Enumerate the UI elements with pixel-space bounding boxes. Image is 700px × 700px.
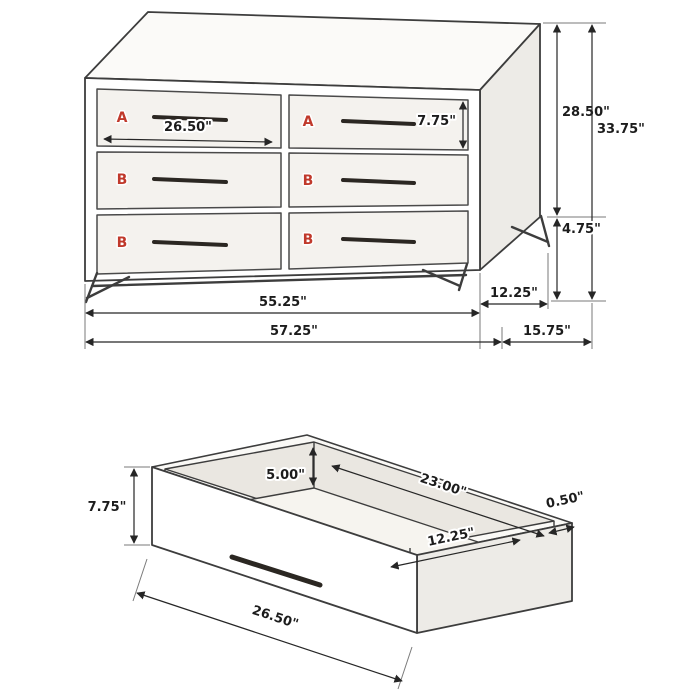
dim-leg-height: 4.75"	[552, 218, 603, 300]
drawer-handle	[152, 240, 228, 247]
drawer-handle	[229, 554, 323, 588]
drawer-handle	[341, 237, 416, 244]
drawer-handle	[341, 119, 416, 126]
dim-case-width-label: 55.25"	[259, 295, 307, 310]
dresser-legs	[84, 214, 551, 304]
drawer-handle	[341, 178, 416, 185]
dim-inner-height-label: 5.00"	[266, 468, 305, 483]
dresser-top-face	[84, 11, 541, 91]
dim-total-height-label: 33.75"	[597, 122, 645, 137]
dresser-figure: A A B B B B 26.50" 7.75"	[84, 11, 647, 349]
dim-inner-height: 5.00"	[264, 447, 318, 486]
dim-case-height: 28.50"	[552, 24, 612, 216]
dim-case-height-label: 28.50"	[562, 105, 610, 120]
drawer-label: B	[117, 172, 128, 188]
drawer-figure: 7.75" 5.00" 23.00" 12.25" 0.50" 26.50"	[86, 434, 588, 690]
dim-front-height: 7.75"	[86, 466, 150, 546]
drawer-label: A	[117, 110, 128, 126]
dim-side-depth-label: 12.25"	[490, 286, 538, 301]
drawer-label: B	[303, 173, 314, 189]
dim-drawer-height-label: 7.75"	[417, 114, 456, 129]
dim-total-depth: 15.75"	[502, 322, 592, 347]
dim-drawer-width: 26.50"	[103, 118, 273, 147]
drawer-label: B	[303, 232, 314, 248]
dim-front-width-label: 26.50"	[250, 603, 300, 632]
drawer-label: A	[303, 114, 314, 130]
dim-total-width-label: 57.25"	[270, 324, 318, 339]
dim-leg-height-label: 4.75"	[562, 222, 601, 237]
dim-front-height-label: 7.75"	[88, 500, 127, 515]
dim-drawer-width-label: 26.50"	[164, 120, 212, 135]
dim-side-depth: 12.25"	[480, 284, 548, 309]
drawer-handle	[152, 115, 228, 122]
dim-drawer-height: 7.75"	[415, 101, 468, 149]
dim-case-width: 55.25"	[85, 293, 480, 318]
drawer-handle	[152, 177, 228, 184]
dim-total-width: 57.25"	[85, 322, 502, 347]
drawer-label: B	[117, 235, 128, 251]
dim-total-height: 33.75"	[587, 24, 647, 300]
dim-total-depth-label: 15.75"	[523, 324, 571, 339]
dim-thickness-label: 0.50"	[545, 489, 586, 512]
